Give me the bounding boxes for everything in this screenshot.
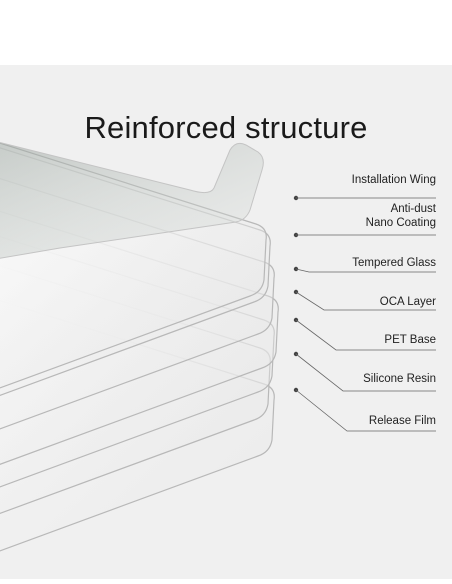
layer-label-line: Anti-dust [390, 203, 436, 215]
leader-line [295, 291, 436, 311]
installation-wing-sheet [0, 141, 264, 259]
layer-label: Silicone Resin [363, 372, 436, 386]
layer-label: PET Base [384, 333, 436, 347]
leader-line [295, 353, 436, 392]
leader-line [295, 319, 436, 351]
layer-label-line: Installation Wing [351, 174, 436, 186]
diagram-title: Reinforced structure [84, 110, 368, 145]
layer-label-line: Nano Coating [365, 217, 436, 229]
layer-label-line: Silicone Resin [363, 373, 436, 385]
layer-label: Release Film [369, 414, 436, 428]
layer-label: Tempered Glass [352, 256, 436, 270]
layer-label-line: Tempered Glass [352, 257, 436, 269]
leader-line [295, 268, 436, 273]
leader-line [295, 389, 436, 432]
layer-label: OCA Layer [380, 295, 436, 309]
layer-label-line: Release Film [368, 415, 436, 427]
layer-label-line: OCA Layer [379, 296, 436, 308]
layer-label: Installation Wing [352, 173, 436, 187]
layer-label-line: PET Base [384, 334, 436, 346]
